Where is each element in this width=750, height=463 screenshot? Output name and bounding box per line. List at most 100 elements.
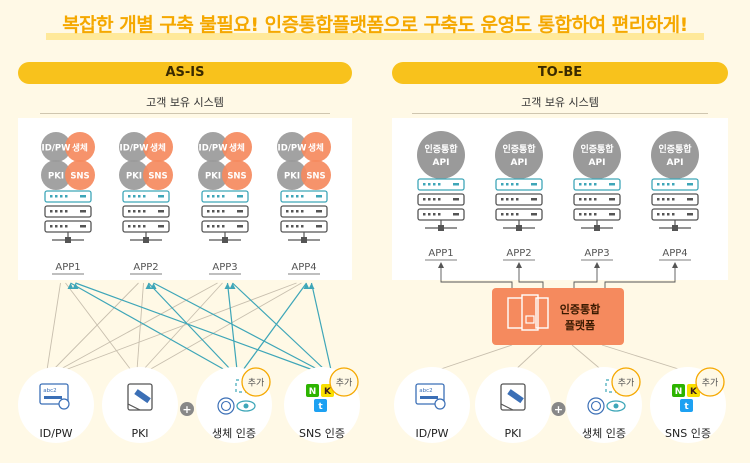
as-is-method-circle <box>18 367 94 443</box>
auth-badge <box>301 132 331 162</box>
as-is-app1-server-led <box>55 225 58 228</box>
as-is-method-label: PKI <box>131 427 148 440</box>
auth-badge-label: 생체 <box>150 143 166 154</box>
to-be-method-link <box>601 344 689 373</box>
to-be-app3-server-led <box>589 198 592 201</box>
kakao-icon-text: K <box>690 387 698 397</box>
to-be-app3-server-stack <box>573 178 621 231</box>
to-be-app2-server-slot <box>531 213 537 216</box>
as-is-app2-server-led <box>143 210 146 213</box>
as-is-app3-server-led <box>212 225 215 228</box>
to-be-app4-server-led <box>672 213 675 216</box>
twitter-icon <box>314 399 327 412</box>
eye-icon <box>236 400 256 412</box>
to-be-app1-server-led <box>423 198 426 201</box>
auth-badge <box>41 132 71 162</box>
add-badge <box>241 367 271 397</box>
as-is-method-label: SNS 인증 <box>299 427 345 440</box>
kakao-icon-text: K <box>324 387 332 397</box>
auth-badge-label: 생체 <box>308 143 324 154</box>
as-is-app-label: APP4 <box>291 262 316 273</box>
auth-badge <box>41 160 71 190</box>
as-is-app1-server-hub <box>65 237 71 243</box>
as-is-app1-server-slot <box>80 225 86 228</box>
auth-badge <box>65 160 95 190</box>
to-be-connection-line <box>440 266 513 288</box>
as-is-app1-server-led <box>65 210 68 213</box>
to-be-app1-server-led <box>438 213 441 216</box>
to-be-label: TO-BE <box>392 62 728 84</box>
as-is-method-label: 생체 인증 <box>212 427 256 440</box>
to-be-app4-server-led <box>672 183 675 186</box>
as-is-app3-server-unit <box>201 190 249 203</box>
as-is-connection-line <box>148 282 302 371</box>
connection-arrowhead <box>67 283 74 289</box>
naver-icon <box>306 384 319 397</box>
to-be-app4-server-slot <box>687 198 693 201</box>
auth-badge <box>277 132 307 162</box>
to-be-app2-server-led <box>506 213 509 216</box>
auth-badge <box>277 160 307 190</box>
as-is-connection-line <box>148 282 232 371</box>
auth-badge <box>119 132 149 162</box>
as-is-app-label: APP1 <box>55 262 80 273</box>
to-be-app3-server-led <box>579 183 582 186</box>
to-be-app1-server-led <box>423 213 426 216</box>
plus-icon-text: + <box>554 403 563 416</box>
to-be-app2-server-led <box>511 183 514 186</box>
auth-badge-label: PKI <box>284 172 300 182</box>
fingerprint-icon <box>587 397 605 415</box>
as-is-app4-server-hub <box>301 237 307 243</box>
auth-badge <box>222 160 252 190</box>
to-be-method-label: ID/PW <box>416 427 449 440</box>
to-be-app1-server-slot <box>453 213 459 216</box>
auth-badge-label: PKI <box>205 172 221 182</box>
auth-badge <box>222 132 252 162</box>
connection-arrowhead <box>150 283 157 289</box>
as-is-app3-server-led <box>207 195 210 198</box>
to-be-app4-server-led <box>667 198 670 201</box>
add-badge-text: 추가 <box>336 378 353 389</box>
connection-lines <box>46 262 689 373</box>
auth-badge-label: SNS <box>227 172 246 182</box>
as-is-app3-server-slot <box>237 225 243 228</box>
to-be-app2-server-led <box>516 183 519 186</box>
to-be-app3-server-led <box>579 213 582 216</box>
as-is-app3-server-unit <box>201 205 249 218</box>
platform-label: 인증통합 <box>560 302 600 316</box>
as-is-app4-server-led <box>286 225 289 228</box>
plus-icon-text: + <box>182 403 191 416</box>
to-be-app3-server-led <box>594 198 597 201</box>
as-is-app3-server-led <box>207 210 210 213</box>
as-is-app4-server-led <box>286 210 289 213</box>
to-be-app1-server-slot <box>453 198 459 201</box>
to-be-app4-server-led <box>662 213 665 216</box>
to-be-app1-server-led <box>428 183 431 186</box>
as-is-app1-server-led <box>60 210 63 213</box>
to-be-app2-server-led <box>506 183 509 186</box>
connection-arrowhead <box>303 283 310 289</box>
as-is-app2-server-led <box>128 210 131 213</box>
connection-arrowhead <box>72 283 79 289</box>
add-badge-text: 추가 <box>618 378 635 389</box>
auth-badge-label: 생체 <box>229 143 245 154</box>
to-be-app4-server-led <box>672 198 675 201</box>
auth-badge <box>198 160 228 190</box>
connection-arrowhead <box>672 262 678 268</box>
as-is-app1-server-led <box>60 225 63 228</box>
auth-badge <box>119 160 149 190</box>
auth-api-badge <box>651 131 699 179</box>
add-badge <box>329 367 359 397</box>
to-be-app2-server-stack <box>495 178 543 231</box>
as-is-app-label: APP2 <box>133 262 158 273</box>
to-be-app4-server-led <box>662 183 665 186</box>
to-be-app-label: APP1 <box>428 248 453 259</box>
auth-badge <box>301 160 331 190</box>
auth-api-label: API <box>433 158 450 168</box>
to-be-app2-server-led <box>511 213 514 216</box>
as-is-app2-server-led <box>133 225 136 228</box>
auth-badge-label: PKI <box>126 172 142 182</box>
to-be-app1-server-led <box>428 198 431 201</box>
as-is-app4-server-slot <box>316 195 322 198</box>
